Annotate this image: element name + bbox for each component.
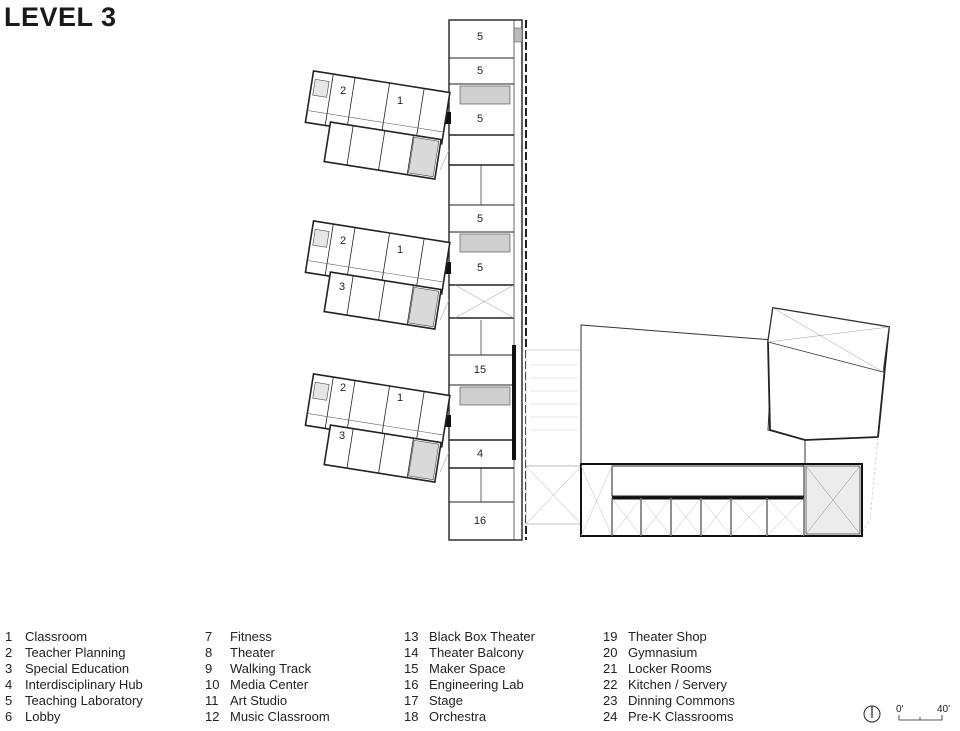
room-label: 5	[477, 113, 483, 125]
scale-and-north: 0' 40'	[863, 704, 950, 723]
room-label: 5	[477, 213, 483, 225]
room-label: 1	[397, 392, 403, 404]
room-label: 16	[474, 515, 486, 527]
room-label: 4	[477, 448, 483, 460]
page-title: LEVEL 3	[4, 2, 117, 32]
east-building	[580, 306, 890, 537]
classroom-wing-top	[304, 70, 451, 180]
floor-plan: 5 5 5 2 1 5 5 2 1 3 15 2 1 3 4 16	[304, 19, 890, 541]
room-label: 1	[397, 244, 403, 256]
room-label: 5	[477, 65, 483, 77]
classroom-wing-middle	[304, 220, 451, 330]
room-label: 5	[477, 31, 483, 43]
classroom-wing-bottom	[304, 373, 451, 483]
scale-end-label: 40'	[937, 704, 950, 715]
room-label: 5	[477, 262, 483, 274]
spine-block	[445, 19, 527, 541]
north-arrow-icon	[863, 705, 881, 723]
bridges	[439, 149, 515, 473]
room-label: 15	[474, 364, 486, 376]
room-labels: 5 5 5 2 1 5 5 2 1 3 15 2 1 3 4 16	[339, 31, 486, 527]
room-label: 3	[339, 430, 345, 442]
room-label: 1	[397, 95, 403, 107]
room-label: 2	[340, 235, 346, 247]
room-label: 2	[340, 382, 346, 394]
room-label: 3	[339, 281, 345, 293]
scale-bar: 0' 40'	[896, 704, 950, 721]
link-corridor	[525, 349, 582, 525]
room-label: 2	[340, 85, 346, 97]
scale-start-label: 0'	[896, 704, 904, 715]
